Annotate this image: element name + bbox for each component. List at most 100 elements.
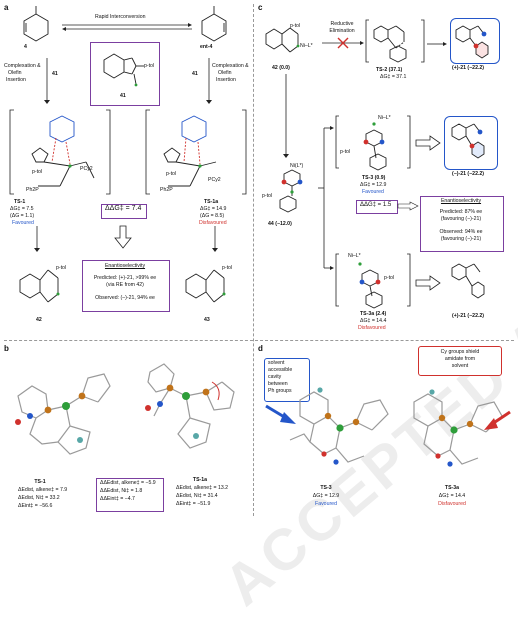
m21-structure: [451, 123, 485, 159]
b-ts1a-l2: ΔEdist, Ni‡ = 31.4: [176, 493, 218, 499]
ddelta-box: [96, 478, 164, 512]
elimination-label: Elimination: [329, 28, 355, 34]
ddg-box-a: [101, 204, 147, 219]
red-arrow: [484, 410, 511, 430]
ts3a-label: TS-3a (2.4): [360, 311, 387, 317]
ts1a-structure: [145, 109, 247, 195]
ts3-label: TS-3 (0.9): [362, 175, 386, 181]
reductive-label: Reductive: [330, 21, 354, 27]
b-ts1a-label: TS-1a: [192, 477, 208, 483]
enantio-predicted2-c: (favouring (−)-21): [440, 216, 482, 222]
structure-43: [185, 269, 226, 303]
ts3-3d-model: [289, 387, 389, 465]
enantio-box-c: [420, 196, 504, 252]
ts1a-ph2p: Ph2P: [160, 187, 173, 193]
enantio-title-a: Enantioselectivity: [104, 263, 146, 269]
ts1-down-arrow: [34, 226, 40, 252]
c44-nil: Ni(L*): [290, 163, 304, 169]
cy-line-2: solvent: [451, 363, 469, 369]
b-ts1-l2: ΔEdist, Ni‡ = 33.2: [18, 495, 60, 501]
left-arrow-41: 41: [52, 71, 58, 77]
left-olefin: Olefin: [8, 70, 22, 76]
p21-top-highlight: [450, 18, 500, 64]
ts3a-hollow-arrow: [415, 275, 441, 291]
right-olefin: Olefin: [218, 70, 232, 76]
d-ts3a-status: Disfavoured: [438, 501, 466, 507]
ts1-pcy2: PCy2: [80, 166, 93, 172]
cy-line-1: amidate from: [444, 356, 476, 362]
d-ts3-dg: ΔG‡ = 12.9: [312, 493, 340, 499]
ddg-c: ΔΔG‡ = 1.5: [360, 202, 392, 208]
solvent-line-3: between: [268, 381, 288, 387]
p21-top-label: (+)-21 (−22.2): [452, 65, 485, 71]
ts1a-3d-model: [145, 363, 235, 449]
enantio-predicted2-a: (via RE from 42): [106, 282, 144, 288]
ts2-product-arrow: [427, 42, 447, 46]
cy-line-0: Cy groups shield: [440, 349, 480, 355]
vertical-divider: [253, 4, 254, 516]
right-insertion: Insertion: [216, 77, 236, 83]
ts1a-status: Disfavoured: [199, 220, 227, 226]
b-ts1a-l1: ΔEdist, alkene‡ = 13.2: [176, 485, 229, 491]
c44-ptol: p-tol: [262, 193, 273, 199]
panel-label-b: b: [4, 344, 9, 353]
c-42-nil: Ni–L*: [300, 43, 313, 49]
compound-43: 43: [204, 317, 210, 323]
d-ts3a-label: TS-3a: [444, 485, 460, 491]
ts3-nil: Ni–L*: [378, 115, 391, 121]
b-ts1a-l3: ΔEint‡ = −51.9: [176, 501, 211, 507]
right-complexation: Complexation &: [212, 63, 249, 69]
re-arrow: [322, 37, 364, 49]
ts1a-dg2: (ΔG = 8.5): [200, 213, 225, 219]
ddg-box-c: [356, 200, 398, 214]
solvent-line-4: Ph groups: [268, 388, 292, 394]
enantio-observed-c: Observed: 94% ee: [439, 229, 483, 235]
structure-ent4: [201, 6, 227, 42]
b-box-l3: ΔΔEint‡ = −4.7: [100, 496, 135, 502]
enantio-predicted-c: Predicted: 87% ee: [439, 209, 483, 215]
ddg-c-arrow: [397, 201, 419, 211]
left-insertion: Insertion: [6, 77, 26, 83]
p21-bot-label: (+)-21 (−22.2): [452, 313, 485, 319]
ts3-status: Favoured: [362, 189, 384, 195]
d-ts3a-dg: ΔG‡ = 14.4: [438, 493, 466, 499]
solvent-line-0: solvent: [268, 360, 285, 366]
hollow-down-arrow: [114, 225, 132, 249]
c-42-ptol: p-tol: [290, 23, 301, 29]
ts1-dg: ΔG‡ = 7.5: [10, 206, 34, 212]
blue-arrow: [265, 404, 296, 424]
ts3a-status: Disfavoured: [358, 325, 386, 331]
rapid-interconversion-label: Rapid Interconversion: [95, 14, 146, 20]
c43-ptol: p-tol: [222, 265, 233, 271]
enantio-observed-a: Observed: (–)-21, 94% ee: [95, 295, 155, 301]
ts3-ptol: p-tol: [340, 149, 351, 155]
solvent-cavity-box: solvent accessible cavity between Ph gro…: [264, 358, 310, 402]
left-down-arrow: [44, 58, 50, 104]
ts1a-pcy2: PCy2: [208, 177, 221, 183]
b-box-l1: ΔΔEdist, alkene‡ = −5.9: [100, 480, 156, 486]
ddg-a: ΔΔG‡ = 7.4: [105, 205, 142, 212]
m21-label: (−)-21 (−22.2): [452, 171, 485, 177]
ts1a-down-arrow: [212, 226, 218, 252]
compound-ent4: ent-4: [200, 44, 213, 50]
ts3a-structure: [335, 253, 411, 309]
compound-42-a: 42: [36, 317, 42, 323]
branch-lines: [318, 126, 334, 270]
enantio-title-c: Enantioselectivity: [440, 198, 482, 204]
left-complexation: Complexation &: [4, 63, 41, 69]
ts3a-3d-model: [413, 389, 503, 467]
panel-label-c: c: [258, 3, 263, 12]
ts1-ph2p: Ph2P: [26, 187, 39, 193]
panel-label-d: d: [258, 344, 263, 353]
p21-bot-structure: [451, 263, 485, 299]
d-ts3-label: TS-3: [320, 485, 332, 491]
ts1-3d-model: [15, 373, 111, 455]
right-arrow-41: 41: [192, 71, 198, 77]
ts1-ptol: p-tol: [32, 169, 43, 175]
ts3-hollow-arrow: [415, 135, 441, 151]
ts1-status: Favoured: [12, 220, 34, 226]
ts3a-ptol: p-tol: [384, 275, 395, 281]
structure-41: [103, 53, 144, 87]
ts3a-nil: Ni–L*: [348, 253, 361, 259]
structure-4: [23, 6, 49, 42]
